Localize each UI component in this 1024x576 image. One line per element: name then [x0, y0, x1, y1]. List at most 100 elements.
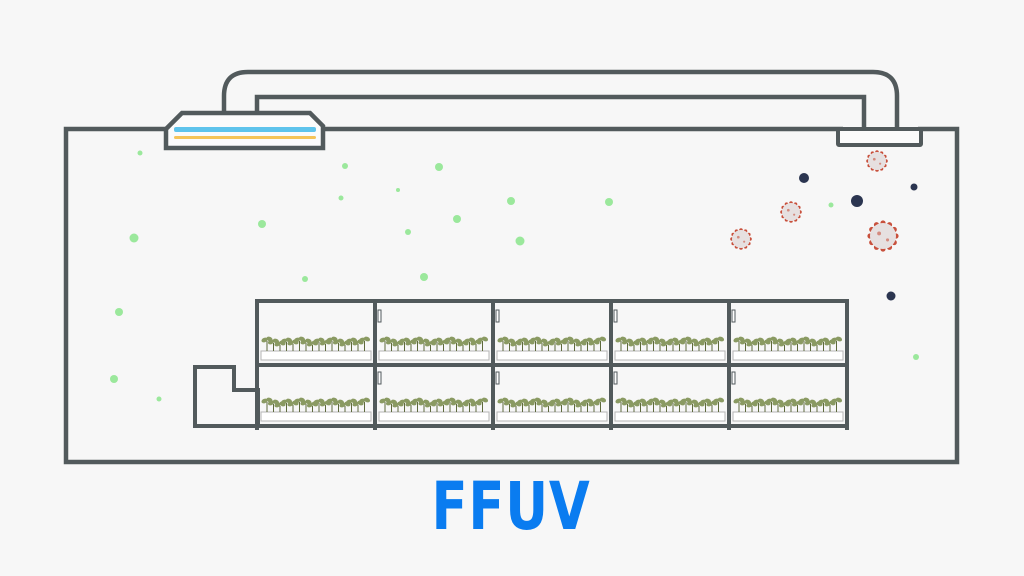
plant-tray: [614, 397, 726, 422]
plant-leaf: [686, 339, 694, 345]
plant-leaf: [529, 337, 537, 343]
plant-leaf: [798, 398, 805, 404]
plant-leaf: [752, 399, 760, 405]
plant-leaf: [536, 339, 543, 345]
plant-leaf: [621, 400, 629, 406]
plant-leaf: [405, 401, 412, 407]
plant-leaf: [319, 401, 327, 407]
plant-leaf: [267, 339, 275, 345]
dust-particle: [886, 291, 896, 301]
plant-leaf: [641, 340, 648, 346]
plant-leaf: [733, 337, 740, 343]
plant-leaf: [287, 401, 294, 407]
clean-air-particle: [338, 195, 344, 201]
plant-leaf: [379, 337, 386, 343]
plant-leaf: [424, 402, 432, 408]
plant-leaf: [529, 398, 537, 404]
plant-leaf: [712, 398, 720, 404]
virus-spot: [879, 162, 882, 165]
virus-particle: [867, 220, 899, 252]
plant-tray: [732, 397, 844, 422]
clean-air-particle: [420, 273, 428, 281]
plant-leaf: [332, 400, 340, 406]
clean-air-particle: [258, 220, 266, 228]
plant-leaf: [686, 400, 694, 406]
clean-air-particle: [137, 150, 143, 156]
plant-leaf: [352, 401, 359, 407]
plant-leaf: [634, 399, 642, 405]
plant-leaf: [693, 341, 700, 347]
plant-leaf: [615, 337, 622, 343]
plant-leaf: [581, 399, 589, 405]
plant-leaf: [358, 337, 366, 343]
plant-leaf: [542, 402, 550, 408]
plant-leaf: [746, 402, 753, 408]
virus-spot: [885, 238, 890, 242]
virus-body: [732, 230, 750, 248]
dust-particle: [851, 195, 863, 207]
plant-leaf: [523, 401, 530, 407]
plant-tray: [614, 336, 726, 361]
plant-leaf: [280, 338, 288, 344]
air-intake-vent: [836, 127, 923, 147]
rack-hook: [377, 309, 382, 323]
plant-leaf: [555, 340, 563, 346]
plant-leaf: [562, 337, 569, 343]
plant-leaf: [706, 340, 713, 346]
clean-air-particle: [405, 229, 411, 235]
plant-leaf: [424, 341, 432, 347]
clean-air-particle: [342, 163, 348, 169]
plant-leaf: [280, 399, 288, 405]
virus-body: [870, 223, 896, 249]
plant-leaf: [300, 339, 307, 345]
plant-leaf: [392, 402, 399, 408]
plant-leaf: [628, 402, 635, 408]
plant-leaf: [733, 398, 740, 404]
plant-leaf: [759, 401, 766, 407]
clean-air-particle: [828, 202, 834, 208]
plant-leaf: [481, 397, 489, 403]
rack-hook: [495, 371, 500, 385]
rack-hook: [377, 371, 382, 385]
seedling-tray: [614, 411, 726, 422]
plant-leaf: [450, 339, 458, 345]
plant-leaf: [261, 398, 268, 404]
plant-leaf: [798, 337, 805, 343]
plant-leaf: [667, 338, 674, 344]
plant-leaf: [599, 336, 607, 342]
clean-air-particle: [507, 197, 515, 205]
duct-outer-wall: [221, 69, 900, 131]
product-title: FFUV: [431, 468, 591, 545]
clean-air-particle: [110, 375, 118, 383]
plant-leaf: [667, 399, 674, 405]
room-outline: [63, 126, 960, 465]
clean-air-particle: [515, 236, 525, 246]
plant-leaf: [431, 399, 438, 405]
plant-leaf: [693, 402, 700, 408]
plant-leaf: [326, 398, 333, 404]
clean-air-particle: [156, 396, 162, 402]
seedling-tray: [732, 411, 844, 422]
clean-air-particle: [605, 198, 613, 206]
grow-rack: [255, 299, 849, 430]
plant-leaf: [628, 341, 635, 347]
plant-leaf: [549, 338, 556, 344]
plant-leaf: [287, 340, 294, 346]
virus-spot: [743, 240, 746, 243]
plant-leaf: [450, 400, 458, 406]
dust-particle: [799, 173, 809, 183]
plant-leaf: [772, 339, 779, 345]
plant-leaf: [497, 398, 504, 404]
plant-leaf: [463, 338, 471, 344]
plant-leaf: [804, 400, 812, 406]
plant-leaf: [654, 400, 661, 406]
plant-leaf: [712, 337, 720, 343]
plant-leaf: [830, 398, 838, 404]
plant-leaf: [470, 401, 477, 407]
plant-leaf: [680, 398, 687, 404]
plant-leaf: [791, 340, 799, 346]
plant-leaf: [358, 398, 366, 404]
plant-leaf: [680, 337, 687, 343]
plant-tray: [496, 336, 608, 361]
